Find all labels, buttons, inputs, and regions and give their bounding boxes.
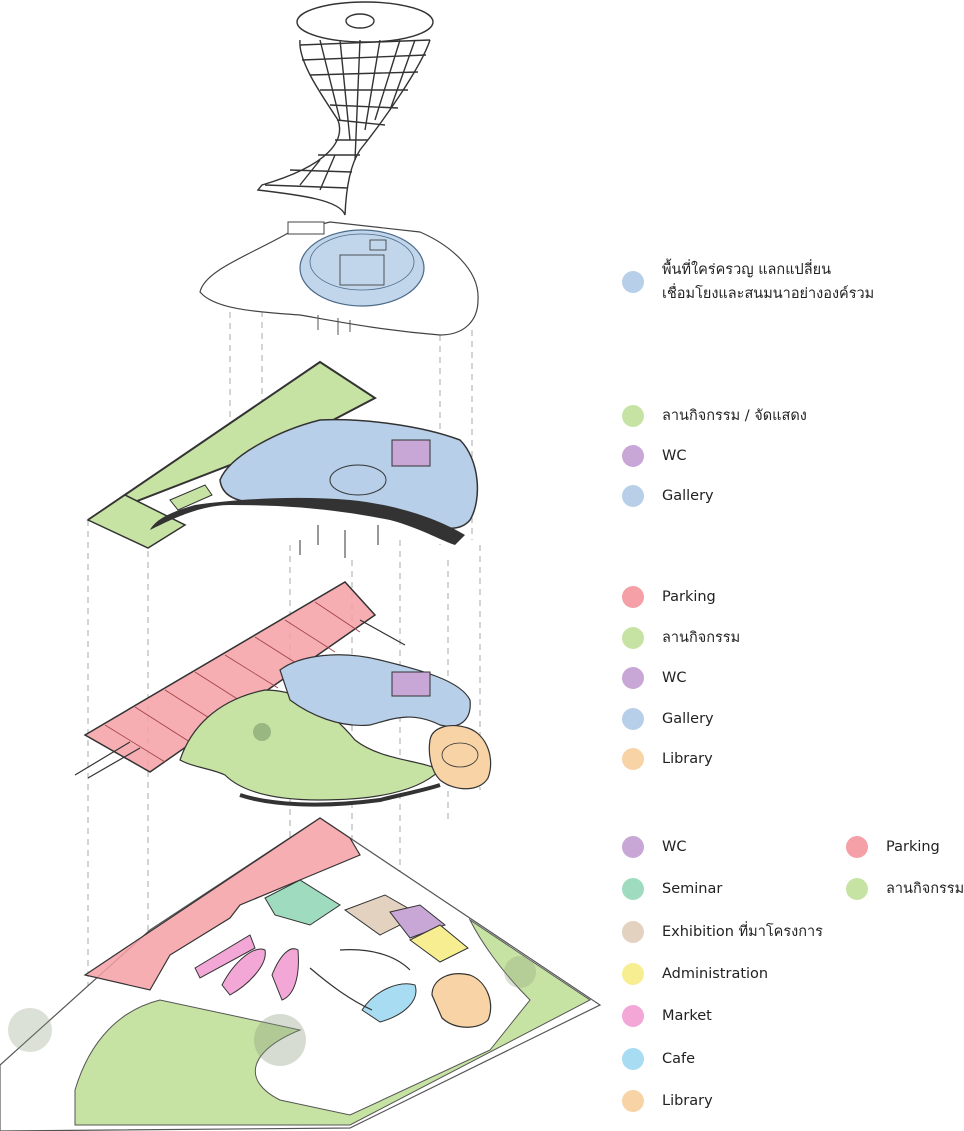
legend-label: Parking [662, 589, 716, 605]
lattice-tower [256, 1, 434, 216]
legend-item: พื้นที่ใคร่ครวญ แลกแปลี่ยน เชื่อมโยงและส… [622, 258, 874, 306]
legend-item: Library [622, 748, 713, 770]
legend-label: Library [662, 751, 713, 767]
legend-swatch [846, 878, 868, 901]
legend-swatch [622, 707, 644, 730]
legend-label: WC [662, 839, 687, 855]
legend-label: Cafe [662, 1050, 696, 1067]
legend-label: ลานกิจกรรม [662, 629, 741, 646]
legend-label: Gallery [662, 710, 714, 727]
legend-item: Market [622, 1005, 712, 1028]
legend-item: WC [622, 667, 686, 689]
legend-label: WC [662, 448, 687, 464]
legend-swatch [622, 878, 644, 901]
legend-label: Exhibition ที่มาโครงการ [662, 923, 823, 940]
roof-level [199, 221, 479, 336]
legend-label: Administration [662, 965, 769, 982]
ground-level [0, 817, 602, 1131]
legend-swatch [622, 920, 644, 943]
legend-item: Exhibition ที่มาโครงการ [622, 920, 823, 943]
legend-swatch [622, 667, 644, 689]
legend-label: Gallery [662, 488, 714, 504]
legend-item: ลานกิจกรรม / จัดแสดง [622, 405, 807, 427]
legend-swatch [622, 586, 644, 608]
legend-item: Seminar [622, 878, 723, 901]
legend-item: ลานกิจกรรม [846, 878, 964, 901]
legend-swatch [622, 1005, 644, 1028]
legend-item: Parking [846, 836, 940, 858]
legend-item: WC [622, 445, 686, 467]
legend-swatch [622, 962, 644, 985]
legend-swatch [622, 836, 644, 858]
legend-swatch [622, 485, 644, 507]
legend-item: ลานกิจกรรม [622, 626, 741, 649]
legend-label: Seminar [662, 881, 723, 898]
legend-label: Parking [886, 839, 940, 855]
legend-label: ลานกิจกรรม / จัดแสดง [662, 408, 807, 424]
legend-item: Administration [622, 962, 769, 985]
legend-label: WC [662, 670, 687, 686]
legend-item: Library [622, 1089, 713, 1112]
legend-item: Parking [622, 586, 716, 608]
legend-swatch [622, 626, 644, 649]
level-3 [86, 360, 479, 558]
legend-swatch [622, 405, 644, 427]
legend-swatch [622, 271, 644, 293]
legend-swatch [622, 1047, 644, 1070]
legend-swatch [846, 836, 868, 858]
level-2 [74, 581, 492, 807]
legend-item: Cafe [622, 1047, 696, 1070]
legend-swatch [622, 1089, 644, 1112]
legend-swatch [622, 445, 644, 467]
legend-label: พื้นที่ใคร่ครวญ แลกแปลี่ยน เชื่อมโยงและส… [662, 262, 875, 302]
legend-label: Market [662, 1008, 712, 1025]
legend-item: Gallery [622, 707, 714, 730]
legend-item: Gallery [622, 485, 714, 507]
legend-label: Library [662, 1092, 713, 1109]
legend-label: ลานกิจกรรม [886, 881, 964, 898]
legend-swatch [622, 748, 644, 770]
legend-item: WC [622, 836, 686, 858]
